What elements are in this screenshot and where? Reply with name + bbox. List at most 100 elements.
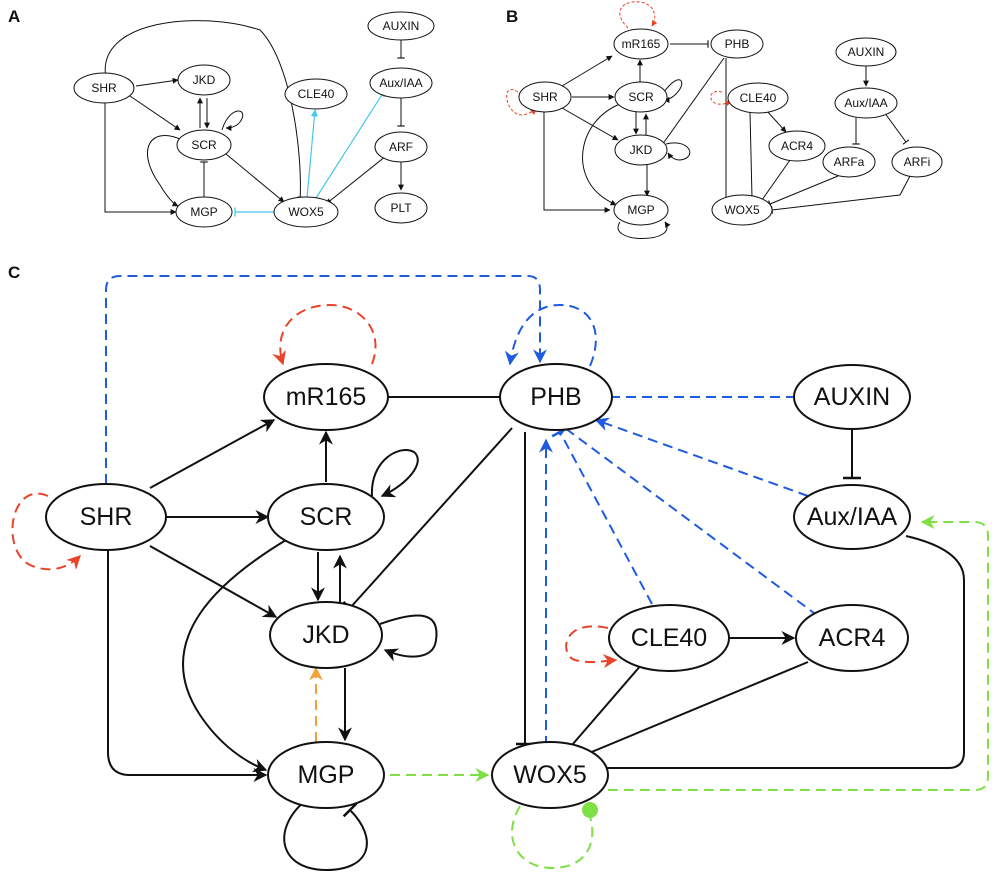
edge-c-mgp-self [283, 799, 368, 872]
edge-a-wox5-cle40 [306, 109, 318, 199]
panel-c-blue-edges [105, 275, 819, 746]
svg-text:WOX5: WOX5 [288, 205, 324, 219]
panel-c-black-edges [107, 388, 965, 872]
edge-c-shr-phb [105, 275, 547, 484]
edge-c-cle40-self [565, 625, 618, 669]
svg-text:MGP: MGP [190, 205, 217, 219]
panel-b-edges [543, 40, 911, 239]
node-c-wox5: WOX5 [491, 741, 609, 809]
node-b-auxin: AUXIN [835, 37, 897, 67]
node-b-wox5: WOX5 [711, 194, 773, 226]
svg-text:CLE40: CLE40 [740, 91, 777, 105]
edge-c-cle40-wox5 [558, 663, 643, 759]
node-a-scr: SCR [176, 129, 232, 161]
svg-text:SCR: SCR [191, 138, 217, 152]
node-a-plt: PLT [374, 192, 428, 224]
svg-text:Aux/IAA: Aux/IAA [807, 503, 898, 531]
wox5-self-loop-dot [582, 802, 598, 818]
node-a-cle40: CLE40 [284, 78, 348, 110]
edge-c-phb-jkd [342, 427, 513, 615]
svg-text:WOX5: WOX5 [724, 203, 760, 217]
node-b-arfa: ARFa [822, 146, 876, 178]
svg-text:WOX5: WOX5 [513, 761, 587, 789]
svg-text:JKD: JKD [302, 621, 349, 649]
svg-text:JKD: JKD [193, 73, 216, 87]
svg-text:CLE40: CLE40 [298, 87, 335, 101]
edge-b-shr-mgp [543, 112, 611, 213]
node-c-mgp: MGP [267, 741, 385, 809]
node-a-shr: SHR [73, 72, 135, 104]
node-b-auxiaa: Aux/IAA [834, 87, 898, 119]
panel-a-edges [104, 20, 405, 215]
node-b-acr4: ACR4 [768, 130, 826, 162]
edge-a-shr-wox5-arc [104, 20, 304, 203]
node-b-mgp: MGP [613, 194, 669, 226]
node-c-auxiaa: Aux/IAA [793, 484, 911, 550]
svg-text:CLE40: CLE40 [631, 624, 707, 652]
svg-text:Aux/IAA: Aux/IAA [844, 96, 887, 110]
node-b-shr: SHR [518, 81, 572, 113]
edge-b-phb-jkd [658, 57, 725, 148]
node-a-mgp: MGP [175, 196, 233, 228]
svg-text:AUXIN: AUXIN [383, 19, 420, 33]
node-a-auxiaa: Aux/IAA [369, 67, 433, 99]
edge-a-shr-jkd [135, 77, 179, 87]
edge-c-cle40-phb [551, 426, 653, 605]
node-c-shr: SHR [45, 483, 167, 551]
node-c-scr: SCR [267, 483, 385, 551]
node-b-cle40: CLE40 [727, 82, 789, 114]
edge-a-shr-mgp [104, 100, 177, 215]
edge-b-arfa-wox5 [768, 175, 839, 208]
svg-text:SHR: SHR [80, 503, 133, 531]
svg-text:Aux/IAA: Aux/IAA [379, 76, 422, 90]
panel-c-label: C [8, 263, 20, 282]
node-a-wox5: WOX5 [273, 196, 339, 228]
svg-text:ARF: ARF [389, 140, 413, 154]
edge-b-auxiaa-arfi [883, 111, 910, 145]
svg-text:SHR: SHR [91, 81, 117, 95]
panel-a: A SHR JKD SCR MGP WOX5 CLE40 AU [8, 7, 435, 228]
edge-b-shr-self [506, 89, 537, 116]
node-b-jkd: JKD [614, 134, 668, 166]
svg-text:SCR: SCR [300, 503, 353, 531]
edge-b-scr-mgp [582, 103, 621, 206]
svg-text:mR165: mR165 [622, 37, 661, 51]
panel-a-label: A [8, 7, 20, 26]
svg-text:JKD: JKD [630, 143, 653, 157]
panel-b-label: B [506, 7, 518, 26]
edge-c-wox5-auxiaa [608, 515, 989, 791]
svg-text:ARFa: ARFa [834, 155, 865, 169]
node-c-acr4: ACR4 [795, 604, 909, 672]
edge-c-mr165-self [272, 303, 377, 366]
panel-c: C [8, 263, 989, 872]
node-b-mr165: mR165 [613, 28, 669, 60]
edge-a-arf-wox5 [325, 155, 387, 205]
edge-c-auxiaa-wox5 [596, 535, 965, 777]
edge-c-shr-mgp [107, 550, 268, 782]
edge-b-acr4-wox5 [758, 159, 791, 203]
edge-c-acr4-wox5 [577, 661, 809, 765]
svg-text:ACR4: ACR4 [819, 624, 886, 652]
edge-c-phb-self [504, 303, 597, 367]
svg-text:SCR: SCR [628, 90, 654, 104]
node-a-arf: ARF [374, 131, 428, 163]
node-b-arfi: ARFi [891, 146, 943, 178]
node-c-jkd: JKD [269, 601, 383, 669]
node-b-scr: SCR [614, 81, 668, 113]
edge-c-wox5-self [510, 805, 594, 870]
edge-c-scr-self [370, 449, 419, 498]
edge-b-scr-self [663, 79, 683, 103]
node-c-auxin: AUXIN [793, 364, 911, 430]
svg-text:PHB: PHB [725, 37, 750, 51]
edge-c-shr-jkd [149, 545, 278, 618]
svg-text:MGP: MGP [298, 761, 355, 789]
edge-b-jkd-self [665, 142, 691, 161]
panel-b: B [506, 1, 943, 239]
edge-c-acr4-phb [558, 420, 819, 617]
edge-b-cle40-wox5 [748, 111, 756, 199]
edge-b-arfi-wox5 [771, 175, 911, 214]
edge-a-scr-self [221, 110, 244, 131]
edge-c-auxiaa-phb [594, 417, 809, 497]
svg-text:SHR: SHR [532, 90, 558, 104]
